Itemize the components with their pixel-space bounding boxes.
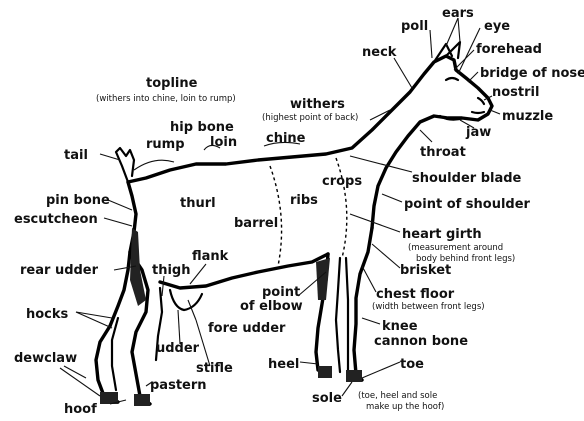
label-barrel: barrel: [234, 216, 278, 231]
label-sole: sole: [312, 391, 342, 406]
label-heel: heel: [268, 357, 299, 372]
label-pin-bone: pin bone: [46, 193, 110, 208]
label-rear-udder: rear udder: [20, 263, 99, 278]
goat-udder: [170, 290, 202, 310]
goat-mouth: [472, 112, 484, 113]
front-hoof-1: [318, 366, 332, 378]
label-stifle: stifle: [196, 361, 233, 376]
label-flank: flank: [192, 249, 229, 264]
label-withers: withers: [290, 97, 345, 112]
label-jaw: jaw: [465, 125, 491, 140]
label-knee: knee: [382, 319, 418, 334]
barrel-dash-front: [336, 158, 347, 258]
front-hoof-2: [346, 370, 362, 382]
goat-tail: [116, 148, 134, 182]
rear-hoof-2: [134, 394, 150, 406]
label-shoulder-blade: shoulder blade: [412, 171, 522, 186]
label-muzzle: muzzle: [502, 109, 553, 124]
label-hoof: hoof: [64, 402, 97, 417]
label-heart-girth: heart girth: [402, 227, 482, 242]
label-pastern: pastern: [150, 378, 207, 393]
label-udder: udder: [156, 341, 200, 356]
goat-nostril: [478, 98, 484, 104]
label-topline-note: (withers into chine, loin to rump): [96, 94, 236, 104]
label-crops: crops: [322, 174, 362, 189]
label-eye: eye: [484, 19, 510, 34]
label-hip-bone: hip bone: [170, 120, 234, 135]
label-toe: toe: [400, 357, 424, 372]
label-brisket: brisket: [400, 263, 451, 278]
label-forehead: forehead: [476, 42, 542, 57]
label-tail: tail: [64, 148, 88, 163]
label-ears: ears: [442, 6, 474, 21]
label-ribs: ribs: [290, 193, 318, 208]
label-chine: chine: [266, 131, 306, 146]
label-nostril: nostril: [492, 85, 539, 100]
labels: poll ears eye neck forehead bridge of no…: [14, 6, 584, 417]
goat-rear-leg: [96, 252, 150, 404]
label-heart-girth-note1: (measurement around: [408, 243, 503, 253]
label-fore-udder: fore udder: [208, 321, 286, 336]
label-thigh: thigh: [152, 263, 191, 278]
label-hocks: hocks: [26, 307, 69, 322]
label-loin: loin: [210, 135, 237, 150]
label-sole-note1: (toe, heel and sole: [358, 391, 437, 401]
label-topline: topline: [146, 76, 198, 91]
label-poll: poll: [401, 19, 428, 34]
label-point-of-shoulder: point of shoulder: [404, 197, 531, 212]
label-cannon-bone: cannon bone: [374, 334, 468, 349]
label-chest-floor: chest floor: [376, 287, 455, 302]
label-rump: rump: [146, 137, 185, 152]
label-dewclaw: dewclaw: [14, 351, 77, 366]
label-sole-note2: make up the hoof): [366, 402, 444, 412]
label-point-of-elbow-2: of elbow: [240, 299, 303, 314]
label-thurl: thurl: [180, 196, 216, 211]
label-point-of-elbow-1: point: [262, 285, 300, 300]
label-throat: throat: [420, 145, 466, 160]
label-escutcheon: escutcheon: [14, 212, 98, 227]
goat-front-leg-fore: [354, 228, 372, 380]
goat-eye: [446, 78, 458, 80]
label-chest-floor-note: (width between front legs): [372, 302, 485, 312]
label-neck: neck: [362, 45, 397, 60]
label-withers-note: (highest point of back): [262, 113, 358, 123]
goat-front-leg-inner: [336, 258, 348, 372]
label-bridge-of-nose: bridge of nose: [480, 66, 584, 81]
